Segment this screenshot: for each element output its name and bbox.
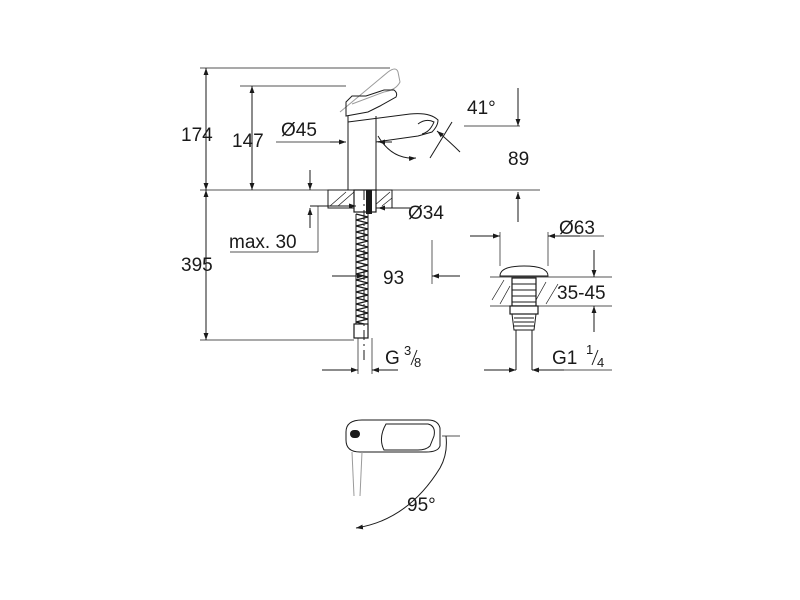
mounting-block (327, 189, 393, 214)
dimension-lines-waste (470, 232, 612, 373)
label-spout-reach: 89 (508, 149, 529, 170)
label-waste-thread-den: 4 (597, 355, 604, 370)
label-waste-diameter: Ø63 (559, 218, 595, 239)
label-body-diameter: Ø45 (281, 120, 317, 141)
braided-hose (355, 213, 369, 329)
label-lever-angle: 41° (467, 98, 496, 119)
faucet-side-view (339, 68, 461, 190)
label-max-thickness: max. 30 (229, 232, 297, 253)
dimension-lines-left (200, 67, 521, 374)
label-hose-thread: G (385, 348, 400, 369)
label-hose-offset: 93 (383, 268, 404, 289)
aerator (417, 119, 435, 135)
label-hole-diameter: Ø34 (408, 203, 444, 224)
lever-raised-outline (339, 68, 401, 113)
label-spout-height: 147 (232, 131, 264, 152)
waste-valve (490, 265, 612, 370)
label-waste-thread: G1 (552, 348, 577, 369)
faucet-body (347, 116, 377, 190)
faucet-top-view (345, 419, 460, 530)
label-total-height: 174 (181, 125, 213, 146)
label-waste-range: 35-45 (557, 283, 606, 304)
lever-angle-arc (436, 130, 461, 153)
lever-reach-line (429, 121, 453, 159)
dimension-labels: 174 147 Ø45 41° 89 Ø34 max. 30 395 93 G … (181, 98, 606, 516)
label-hose-thread-den: 8 (414, 355, 421, 370)
label-waste-thread-num: 1 (586, 342, 593, 357)
label-total-length: 395 (181, 255, 213, 276)
label-hose-thread-num: 3 (404, 343, 411, 358)
lever (345, 89, 398, 117)
hose-fitting (353, 323, 369, 339)
spout (347, 113, 439, 150)
label-swivel-angle: 95° (407, 495, 436, 516)
